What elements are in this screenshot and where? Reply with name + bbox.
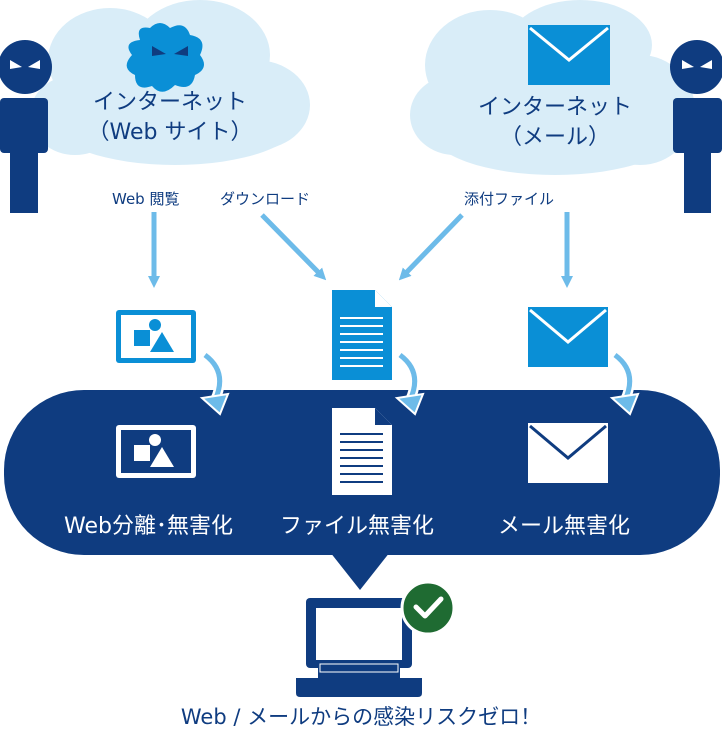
document-icon-band	[332, 408, 392, 495]
cloud-right-line2: （メール）	[499, 125, 610, 150]
cloud-left-line2: （Web サイト）	[87, 120, 253, 145]
band-label-mail: メール無害化	[498, 514, 631, 539]
envelope-icon-band	[528, 423, 608, 483]
label-attachment: 添付ファイル	[464, 190, 555, 208]
cloud-right-line1: インターネット	[477, 95, 632, 120]
envelope-icon-mid	[528, 307, 608, 367]
picture-frame-icon-mid	[116, 310, 196, 363]
cloud-right-title: インターネット （メール）	[465, 93, 645, 153]
bottom-caption: Web / メールからの感染リスクゼロ！	[180, 705, 542, 729]
band-label-web: Web分離･無害化	[64, 514, 233, 539]
attacker-icon-right	[670, 40, 722, 213]
picture-frame-icon-band	[116, 425, 196, 478]
virus-monster-icon	[126, 23, 204, 92]
label-web-browse: Web 閲覧	[112, 190, 180, 208]
cloud-left-title: インターネット （Web サイト）	[80, 88, 260, 148]
laptop-icon	[296, 598, 422, 697]
check-badge-icon	[400, 580, 456, 636]
curved-arrow-icon	[199, 350, 640, 416]
label-download: ダウンロード	[220, 190, 311, 208]
arrows	[148, 212, 573, 288]
band-label-file: ファイル無害化	[280, 514, 435, 539]
attacker-icon-left	[0, 40, 52, 213]
document-icon-mid	[332, 290, 392, 380]
cloud-left-line1: インターネット	[92, 90, 247, 115]
envelope-icon-top	[528, 25, 610, 85]
